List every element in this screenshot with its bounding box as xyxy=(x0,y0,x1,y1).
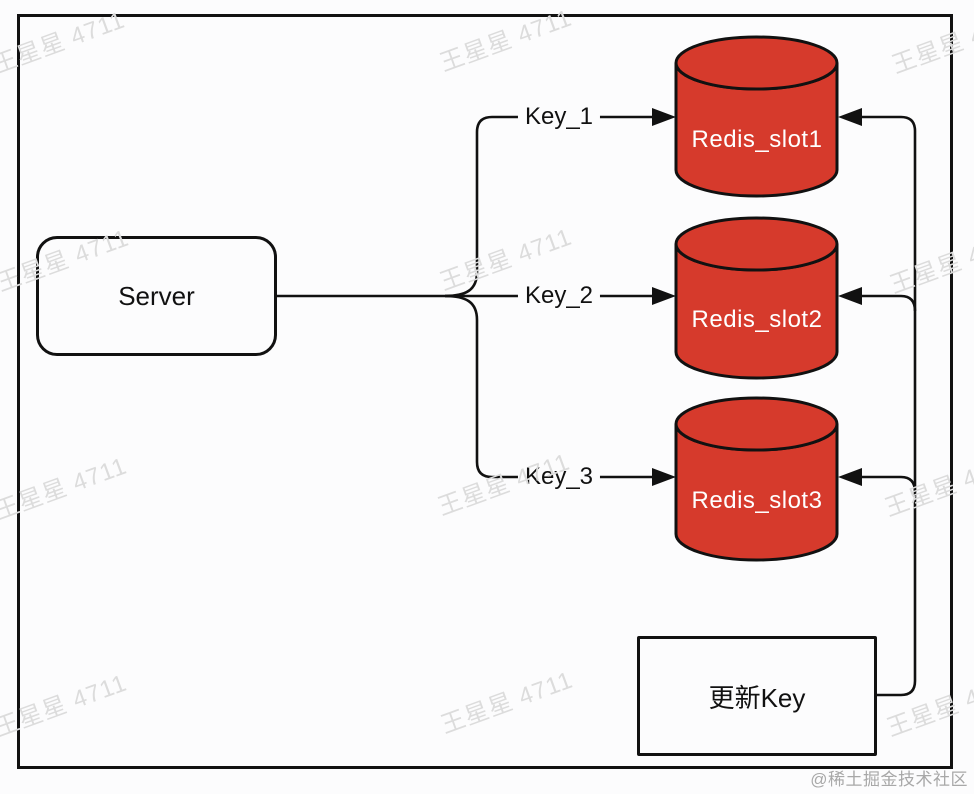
edge-server-key3 xyxy=(444,294,652,479)
arrowhead-update-slot2-icon xyxy=(838,287,862,305)
edge-updatekey-slot1 xyxy=(862,115,917,697)
edge-label-key2: Key_2 xyxy=(517,281,601,311)
diagram-outer-frame xyxy=(17,14,953,769)
update-key-node: 更新Key xyxy=(637,636,877,756)
redis-slot1-label: Redis_slot1 xyxy=(691,126,823,153)
redis-slot1-cylinder-icon xyxy=(674,35,839,198)
redis-slot2-label: Redis_slot2 xyxy=(691,306,823,333)
arrowhead-update-slot3-icon xyxy=(838,468,862,486)
edge-label-key1: Key_1 xyxy=(517,102,601,132)
server-node-label: Server xyxy=(118,280,195,311)
redis-slot2-cylinder-icon xyxy=(674,216,839,380)
update-key-node-label: 更新Key xyxy=(708,682,806,713)
redis-slot3-label: Redis_slot3 xyxy=(691,487,823,514)
attribution-text: @稀土掘金技术社区 xyxy=(810,770,968,789)
server-node: Server xyxy=(36,236,277,356)
arrowhead-key3-icon xyxy=(652,468,676,486)
arrowhead-update-slot1-icon xyxy=(838,108,862,126)
arrowhead-key1-icon xyxy=(652,108,676,126)
redis-slot3-cylinder-icon xyxy=(674,396,839,562)
edge-updatekey-slot2 xyxy=(862,294,917,312)
edge-label-key3: Key_3 xyxy=(517,462,601,492)
arrowhead-key2-icon xyxy=(652,287,676,305)
edge-updatekey-slot3 xyxy=(862,475,917,493)
edge-server-key1 xyxy=(444,115,652,298)
